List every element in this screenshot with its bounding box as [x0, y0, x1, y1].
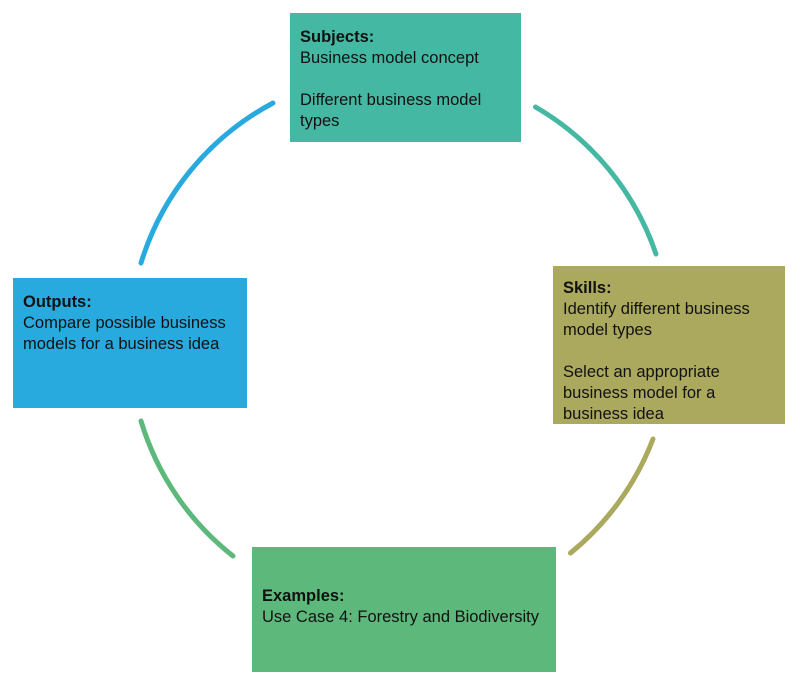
node-examples-body: Use Case 4: Forestry and Biodiversity	[262, 607, 539, 626]
arc-top-right	[533, 104, 659, 257]
node-outputs: Outputs: Compare possible business model…	[13, 278, 247, 408]
arc-bottom-left	[138, 418, 236, 559]
node-examples: Examples: Use Case 4: Forestry and Biodi…	[252, 547, 556, 672]
node-outputs-title: Outputs:	[23, 293, 92, 311]
node-examples-title: Examples:	[262, 586, 345, 605]
node-skills-body: Identify different business model types …	[563, 300, 750, 423]
node-skills: Skills: Identify different business mode…	[553, 266, 785, 424]
node-subjects-title: Subjects:	[300, 28, 375, 46]
node-outputs-body: Compare possible business models for a b…	[23, 314, 226, 353]
node-skills-title: Skills:	[563, 279, 612, 297]
node-subjects: Subjects: Business model concept Differe…	[290, 13, 521, 142]
arc-bottom-right	[568, 436, 656, 556]
node-subjects-body: Business model concept Different busines…	[300, 49, 482, 130]
arc-top-left	[138, 100, 276, 266]
